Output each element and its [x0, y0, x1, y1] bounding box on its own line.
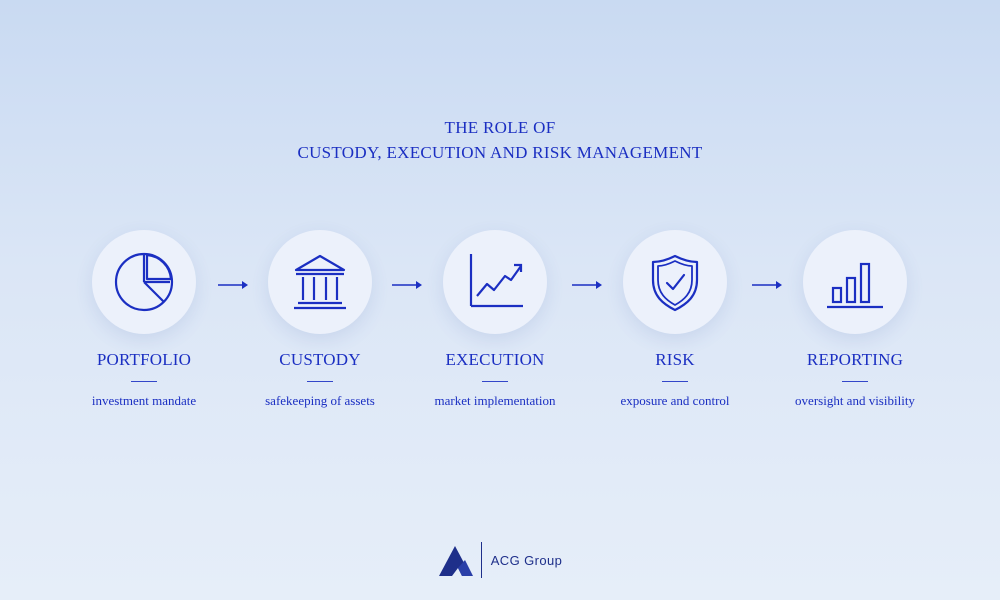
- arrow-right-icon: [752, 281, 782, 289]
- step-description: investment mandate: [91, 393, 197, 408]
- step-label: PORTFOLIO: [96, 350, 192, 369]
- arrow-right-icon: [572, 281, 602, 289]
- step-circle: [443, 230, 547, 334]
- step-divider: [131, 381, 157, 382]
- bank-building-icon: [294, 254, 346, 310]
- pie-chart-icon: [114, 252, 174, 312]
- brand-name: ACG Group: [490, 552, 563, 568]
- footer-brand: ACG Group: [0, 542, 1000, 578]
- step-label: RISK: [655, 350, 695, 369]
- step-divider: [307, 381, 333, 382]
- step-circle: [92, 230, 196, 334]
- step-circle: [803, 230, 907, 334]
- title-line-1: THE ROLE OF: [444, 118, 556, 137]
- shield-check-icon: [651, 254, 699, 312]
- step-label: REPORTING: [806, 350, 904, 369]
- trend-chart-icon: [469, 254, 523, 308]
- mountain-logo-icon: [438, 546, 473, 576]
- bar-chart-icon: [827, 262, 883, 309]
- step-description: market implementation: [434, 393, 556, 408]
- footer-divider: [480, 542, 482, 578]
- step-risk: RISK exposure and control: [590, 230, 760, 409]
- step-custody: CUSTODY safekeeping of assets: [235, 230, 405, 409]
- step-description: oversight and visibility: [795, 393, 915, 408]
- arrow-right-icon: [218, 281, 248, 289]
- step-label: EXECUTION: [445, 350, 545, 369]
- arrow-right-icon: [392, 281, 422, 289]
- step-circle: [268, 230, 372, 334]
- step-description: exposure and control: [620, 393, 730, 408]
- title-line-2: CUSTODY, EXECUTION AND RISK MANAGEMENT: [297, 143, 703, 162]
- step-execution: EXECUTION market implementation: [410, 230, 580, 409]
- step-divider: [482, 381, 508, 382]
- step-reporting: REPORTING oversight and visibility: [770, 230, 940, 409]
- step-circle: [623, 230, 727, 334]
- step-label: CUSTODY: [279, 350, 361, 369]
- step-divider: [842, 381, 868, 382]
- step-description: safekeeping of assets: [265, 393, 375, 408]
- step-divider: [662, 381, 688, 382]
- step-portfolio: PORTFOLIO investment mandate: [59, 230, 229, 409]
